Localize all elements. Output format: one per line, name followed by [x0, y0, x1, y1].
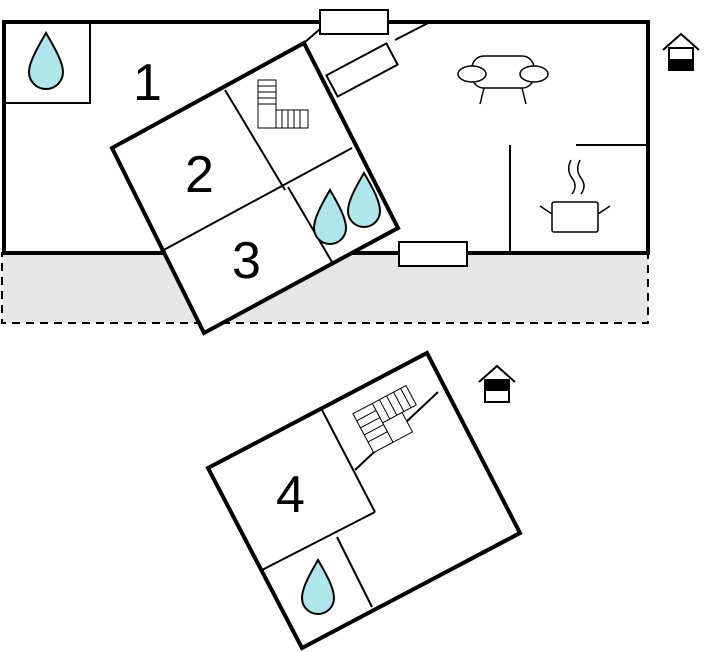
rotated-block-wall [109, 40, 401, 336]
lower-floor: 4 [205, 350, 523, 651]
room-number: 1 [133, 54, 162, 112]
water-drop-icon [312, 188, 348, 245]
outer-wall [205, 350, 523, 651]
window [319, 9, 389, 35]
house-level-icon [478, 364, 516, 403]
room-divider [321, 409, 376, 513]
stairs-divider [224, 89, 286, 191]
sofa-icon [457, 55, 549, 105]
partition-diagonal-2 [394, 21, 431, 41]
room-divider [261, 511, 376, 571]
room-number: 3 [232, 232, 261, 290]
cooking-pot-icon [539, 159, 611, 233]
staircase-icon [352, 384, 417, 454]
water-drop-icon [346, 171, 382, 228]
water-drop-icon [27, 31, 65, 90]
room-divider [159, 147, 353, 253]
room-number: 2 [185, 146, 214, 204]
house-level-icon [662, 32, 700, 71]
window [324, 42, 400, 98]
staircase-icon [257, 79, 309, 129]
bathroom-niche-wall [4, 22, 91, 104]
room-divider [336, 536, 373, 608]
room-number: 4 [276, 466, 305, 524]
upper-floor: 1 2 3 [1, 9, 700, 336]
window [398, 241, 468, 267]
shower-divider [287, 186, 333, 263]
water-drop-icon [300, 558, 336, 615]
